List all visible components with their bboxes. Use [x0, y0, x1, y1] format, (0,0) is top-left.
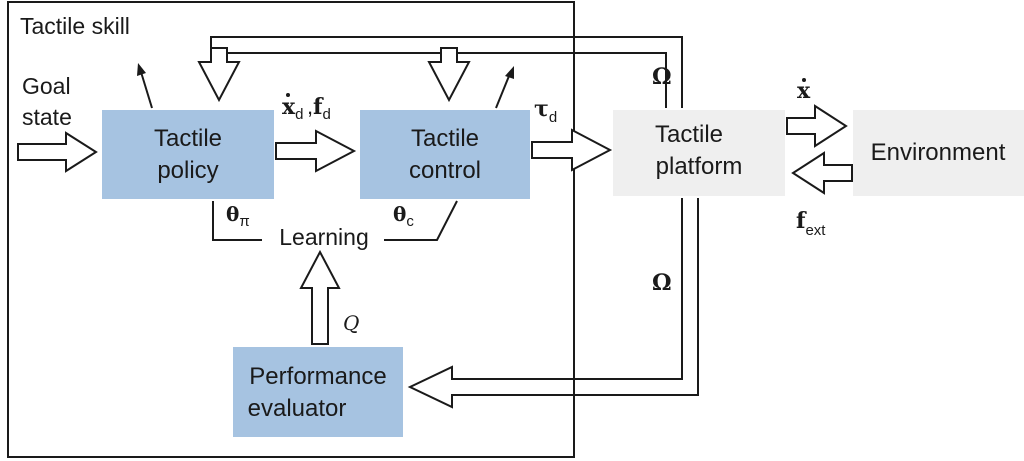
environment-box [853, 110, 1024, 196]
xdot-dot [802, 78, 806, 82]
tactile-platform-label-1: Tactile [655, 121, 723, 148]
tactile-control-label-1: Tactile [411, 125, 479, 152]
performance-evaluator-box [233, 347, 403, 437]
learning-label: Learning [279, 224, 369, 250]
omega-bottom-feedback [450, 198, 699, 396]
platform-to-environment-arrow [786, 104, 848, 148]
goal-state-label-2: state [22, 104, 72, 130]
policy-output-line [140, 71, 153, 109]
policy-output-head [137, 63, 146, 76]
tactile-control-box [360, 110, 530, 199]
xdot-label: x [797, 78, 811, 104]
omega-top-label: Ω [652, 64, 672, 90]
fd-label: fd [313, 94, 331, 123]
environment-to-platform-arrow [791, 151, 853, 195]
fext-label: fext [796, 208, 826, 239]
omega-top-arrow-policy [197, 47, 241, 103]
theta-c-label: θc [393, 202, 414, 230]
tactile-control-label-2: control [409, 157, 481, 184]
quality-label: Q [343, 311, 359, 335]
xd-dot [286, 93, 290, 97]
environment-label: Environment [871, 139, 1006, 166]
goal-state-label-1: Goal [22, 73, 71, 99]
tactile-skill-frame [7, 1, 575, 458]
goal-to-policy-arrow [17, 131, 98, 173]
theta-pi-label: θπ [226, 202, 250, 230]
tactile-platform-label-2: platform [656, 153, 743, 180]
control-output-line [495, 75, 510, 109]
evaluator-to-learning-arrow [299, 249, 341, 345]
tactile-platform-box [613, 110, 785, 196]
frame-label: Tactile skill [20, 13, 130, 39]
performance-evaluator-label-1: Performance [249, 363, 386, 390]
performance-evaluator-label-2: evaluator [248, 395, 347, 422]
policy-to-control-arrow [275, 129, 357, 173]
control-to-platform-arrow [531, 128, 613, 172]
omega-bottom-arrow-head [407, 365, 453, 409]
learning-connector [212, 200, 458, 241]
omega-top-arrow-control [427, 47, 471, 103]
tactile-policy-box [102, 110, 274, 199]
control-output-head [505, 66, 514, 79]
tactile-policy-label-1: Tactile [154, 125, 222, 152]
tau-label: τd [534, 96, 557, 126]
comma-label: , [307, 94, 313, 119]
omega-bottom-label: Ω [652, 270, 672, 296]
xd-label: xd [282, 94, 303, 123]
tactile-policy-label-2: policy [157, 157, 218, 184]
